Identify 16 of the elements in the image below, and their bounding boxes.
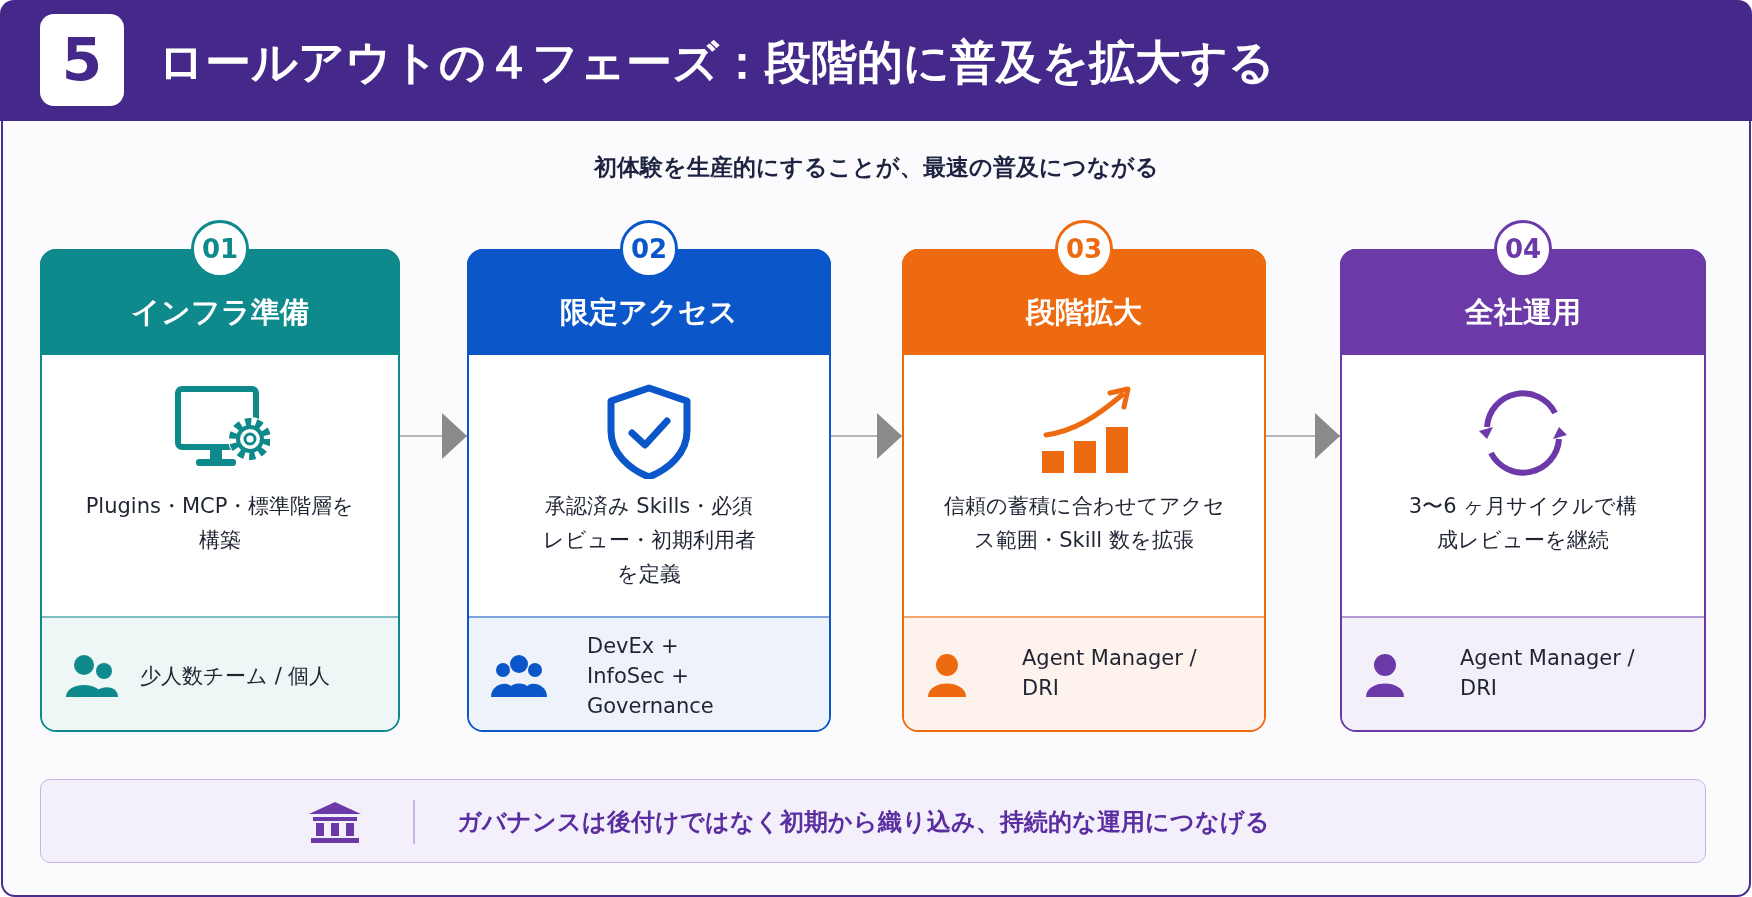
role-text: 少人数チーム / 個人 (140, 663, 332, 690)
governance-banner (40, 779, 1706, 863)
chevron-arrow (399, 413, 468, 459)
chevron-arrow (1265, 413, 1341, 459)
title: ロールアウトの４フェーズ：段階的に普及を拡大する (158, 34, 1275, 91)
step-description: Plugins・MCP・標準階層を構築 (84, 493, 356, 554)
step-description: 3〜6 ヶ月サイクルで構成レビューを継続 (1407, 493, 1639, 554)
role-text: Agent Manager / DRI (1022, 645, 1198, 702)
role-text: DevEx + InfoSec + Governance (587, 633, 715, 720)
step-description: 信頼の蓄積に合わせてアクセス範囲・Skill 数を拡張 (942, 493, 1226, 554)
subtitle: 初体験を生産的にすることが、最速の普及につながる (592, 153, 1160, 182)
role-text: Agent Manager / DRI (1460, 645, 1636, 702)
chevron-arrow (830, 413, 903, 459)
step-description: 承認済み Skills・必須レビュー・初期利用者を定義 (541, 493, 757, 588)
section-number: 5 (40, 14, 124, 106)
banner-text: ガバナンスは後付けではなく初期から織り込み、持続的な運用につなげる (457, 807, 1270, 838)
